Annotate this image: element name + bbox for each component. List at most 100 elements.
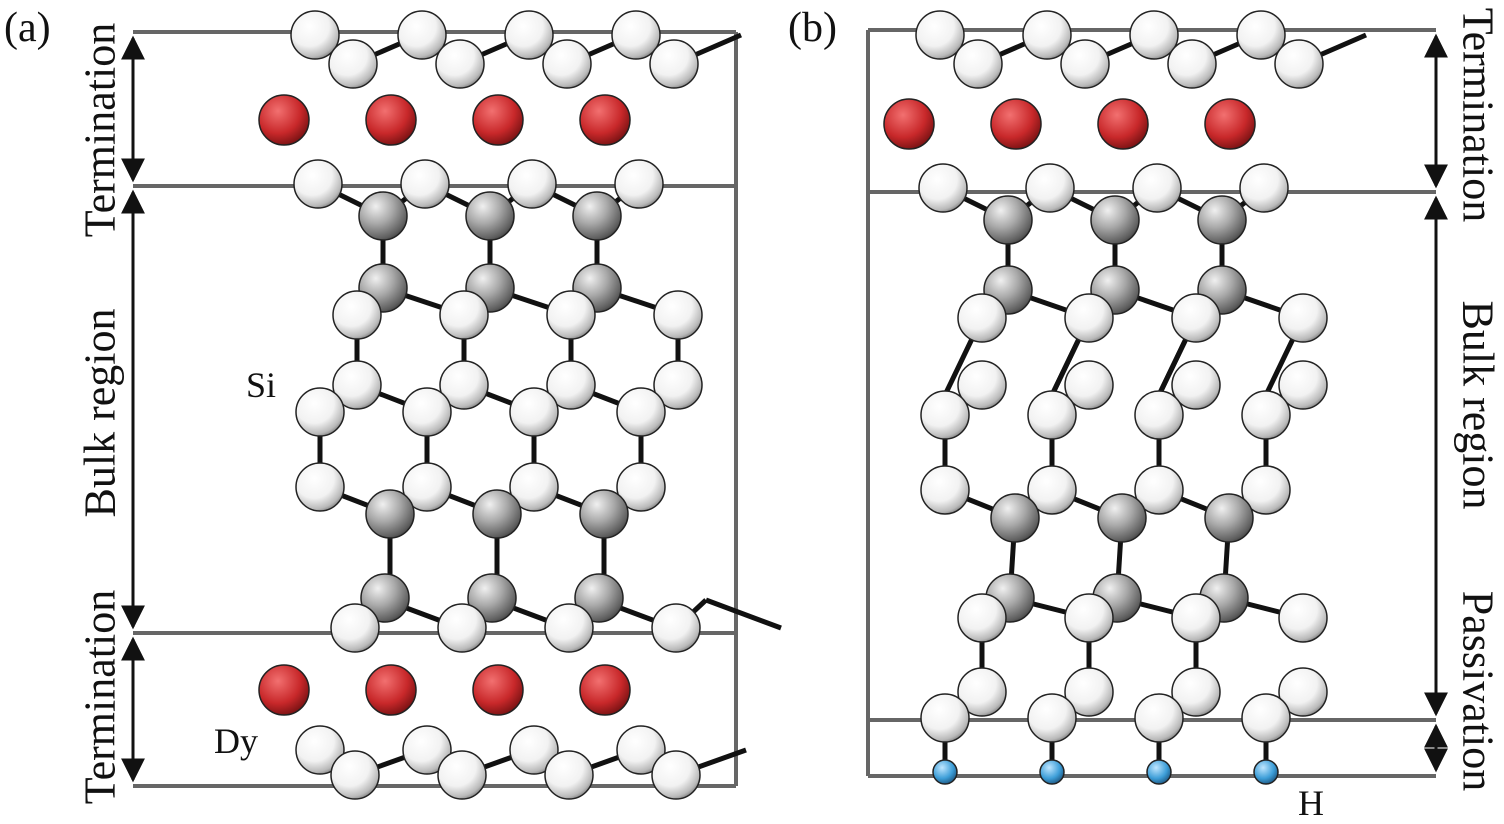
si-atom [1134, 390, 1184, 440]
si-atom [544, 750, 594, 800]
dy-atom [990, 98, 1042, 150]
si-atom [1241, 693, 1291, 743]
si-atom [1171, 360, 1221, 410]
si-atom [1064, 293, 1114, 343]
si-atom [397, 10, 447, 60]
si-atom [544, 603, 594, 653]
dy-atom [472, 94, 524, 146]
si-atom [1129, 10, 1179, 60]
si-atom [295, 462, 345, 512]
panel-b-tag: (b) [788, 5, 837, 51]
si-atom [295, 387, 345, 437]
si-atom [920, 693, 970, 743]
si-atom-label: Si [246, 365, 277, 405]
si-atom [472, 489, 522, 539]
si-atom [1197, 195, 1247, 245]
si-atom [435, 39, 485, 89]
h-atom [1039, 759, 1065, 785]
dy-atom [1097, 98, 1149, 150]
dy-atom [579, 664, 631, 716]
si-atom [509, 725, 559, 775]
si-atom [1278, 293, 1328, 343]
si-atom [439, 290, 489, 340]
si-atom [330, 603, 380, 653]
panel-b-bulk-region-label: Bulk region [1453, 300, 1503, 510]
si-atom [1097, 493, 1147, 543]
dy-atom [365, 664, 417, 716]
si-atom [402, 462, 452, 512]
si-atom [360, 573, 410, 623]
si-atom [1027, 390, 1077, 440]
h-atom [1146, 759, 1172, 785]
si-atom [990, 493, 1040, 543]
dy-atom [258, 664, 310, 716]
si-atom [983, 195, 1033, 245]
si-atom [1064, 360, 1114, 410]
si-atom [616, 725, 666, 775]
si-atom [437, 750, 487, 800]
si-atom [614, 159, 664, 209]
si-atom [918, 163, 968, 213]
si-atom [1064, 667, 1114, 717]
si-atom [507, 159, 557, 209]
si-atom [957, 593, 1007, 643]
si-atom [328, 39, 378, 89]
si-atom [1171, 593, 1221, 643]
si-atom [467, 573, 517, 623]
si-atom [365, 489, 415, 539]
panel-a-bulk-region-label: Bulk region [75, 308, 125, 518]
si-atom [400, 159, 450, 209]
si-atom [616, 462, 666, 512]
si-atom [330, 750, 380, 800]
si-atom [1239, 163, 1289, 213]
si-atom [920, 390, 970, 440]
si-atom [1278, 593, 1328, 643]
bond [705, 597, 782, 631]
si-atom [616, 387, 666, 437]
si-atom [290, 10, 340, 60]
si-atom [915, 10, 965, 60]
dy-atom-label: Dy [214, 721, 258, 761]
si-atom [957, 293, 1007, 343]
si-atom [1171, 667, 1221, 717]
h-atom [1253, 759, 1279, 785]
panel-a-termination-top-label: Termination [75, 22, 125, 238]
si-atom [1022, 10, 1072, 60]
panel-a-tag: (a) [4, 5, 51, 51]
si-atom [920, 465, 970, 515]
si-atom [546, 290, 596, 340]
si-atom [295, 725, 345, 775]
si-atom [509, 387, 559, 437]
si-atom [1167, 39, 1217, 89]
si-atom [611, 10, 661, 60]
si-atom [1027, 693, 1077, 743]
si-atom [542, 39, 592, 89]
panel-b-passivation-label: Passivation [1453, 590, 1503, 792]
si-atom [465, 191, 515, 241]
si-atom [293, 159, 343, 209]
si-atom [509, 462, 559, 512]
si-atom [1132, 163, 1182, 213]
si-atom [402, 387, 452, 437]
si-atom [1236, 10, 1286, 60]
si-atom [574, 573, 624, 623]
dy-atom [365, 94, 417, 146]
si-atom [1060, 39, 1110, 89]
si-atom [1090, 195, 1140, 245]
panel-a-termination-bottom-label: Termination [75, 589, 125, 805]
si-atom [1134, 693, 1184, 743]
si-atom [1134, 465, 1184, 515]
panel-a-atoms [258, 10, 703, 800]
si-atom [1027, 465, 1077, 515]
si-atom [332, 360, 382, 410]
dy-atom [883, 98, 935, 150]
si-atom [649, 39, 699, 89]
h-atom-label: H [1298, 783, 1324, 823]
si-atom [1204, 493, 1254, 543]
panel-b-termination-label: Termination [1453, 7, 1503, 223]
si-atom [546, 360, 596, 410]
si-atom [1274, 39, 1324, 89]
dy-atom [1204, 98, 1256, 150]
si-atom [653, 360, 703, 410]
